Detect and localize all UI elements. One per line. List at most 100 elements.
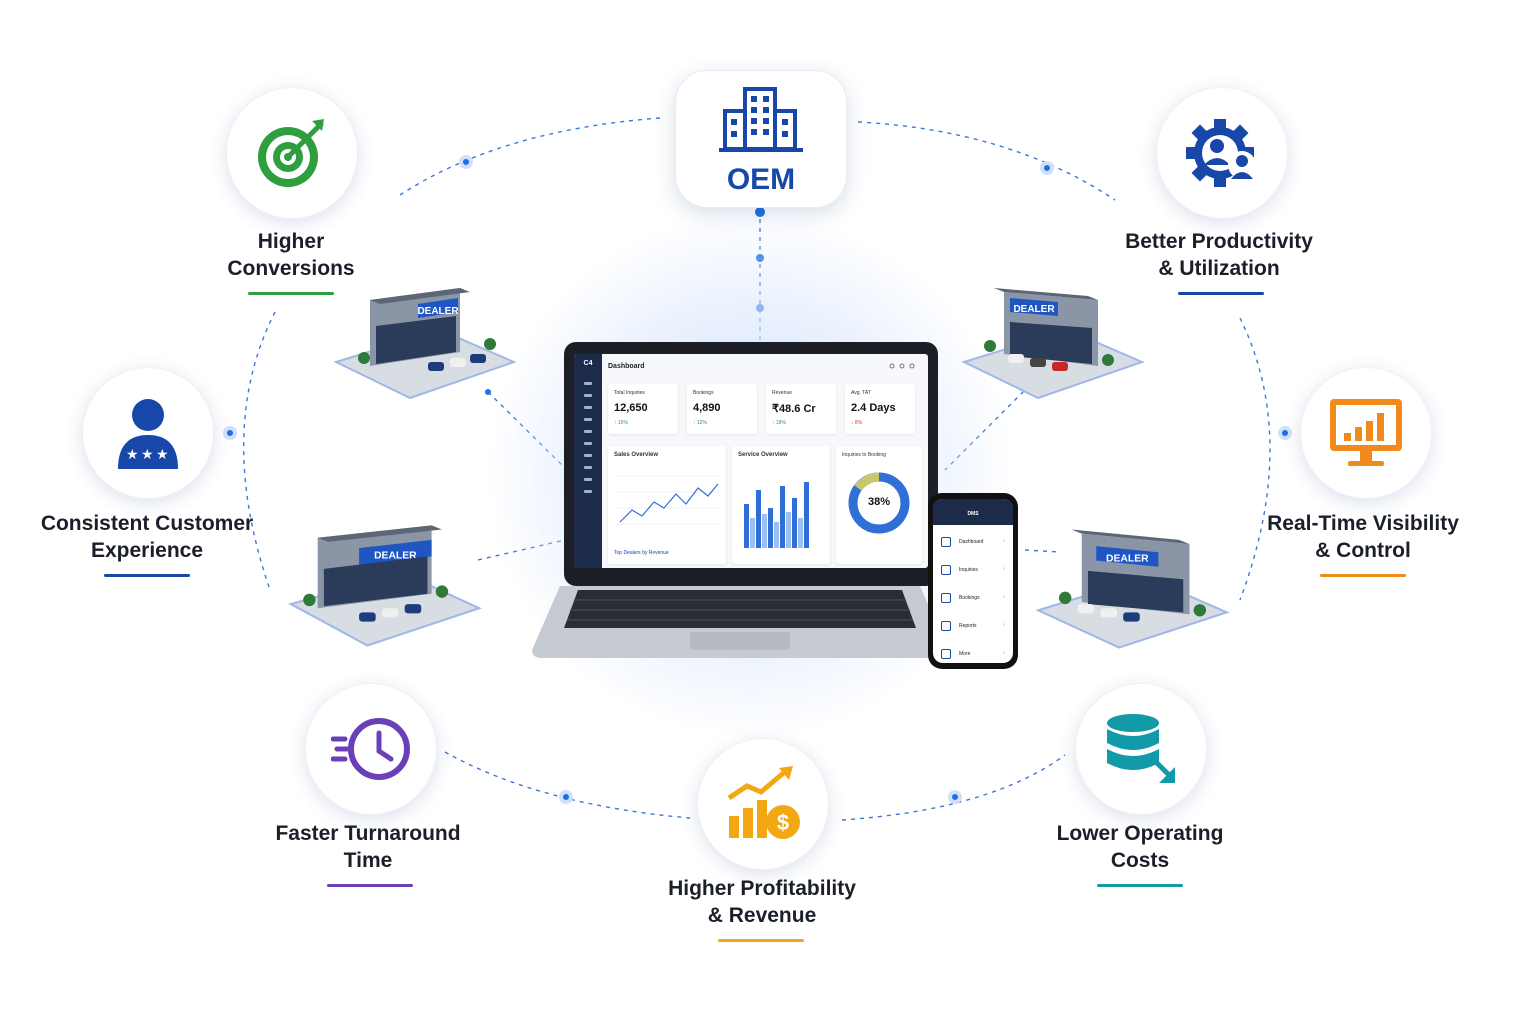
dashboard-screen: C4 Dashboard Total Inqui: [574, 354, 928, 568]
phone-menu-item[interactable]: Dashboard›: [939, 531, 1009, 553]
chevron-right-icon: ›: [1003, 650, 1005, 656]
better-productivity-underline: [1178, 292, 1264, 295]
realtime-visibility-label: Real-Time Visibility & Control: [1267, 512, 1459, 562]
consistent-experience-underline: [104, 574, 190, 577]
oem-label: OEM: [726, 163, 796, 196]
higher-profitability-underline: [718, 939, 804, 942]
higher-profitability-label: Higher Profitability & Revenue: [668, 877, 856, 927]
panel-title: Inquiries to Booking: [842, 452, 886, 458]
laptop-screen: C4 Dashboard Total Inqui: [564, 342, 938, 586]
faster-turnaround-underline: [327, 884, 413, 887]
growth-coin-icon: $: [727, 766, 800, 839]
sidebar-icon[interactable]: [584, 478, 592, 481]
svg-text:★: ★: [156, 447, 169, 463]
svg-text:$: $: [777, 810, 789, 835]
kpi-card[interactable]: Avg. TAT 2.4 Days ↓ 8%: [845, 384, 915, 434]
chevron-right-icon: ›: [1003, 566, 1005, 572]
lower-costs-node: [1075, 683, 1207, 815]
svg-text:DEALER: DEALER: [417, 306, 459, 317]
sidebar-icon[interactable]: [584, 394, 592, 397]
consistent-experience-label: Consistent Customer Experience: [40, 512, 254, 562]
bookings-icon: [941, 593, 951, 603]
phone-title: DMS: [967, 511, 979, 517]
top-dealers-link[interactable]: Top Dealers by Revenue: [614, 550, 669, 556]
kpi-change: ↑ 15%: [614, 420, 628, 426]
target-icon: [258, 119, 324, 187]
dealer-building: DEALER: [333, 288, 517, 400]
higher-profitability-node: $: [697, 738, 829, 870]
dashboard-sidebar: C4: [574, 354, 602, 568]
faster-turnaround-label: Faster Turnaround Time: [275, 822, 461, 872]
phone-menu-item[interactable]: Reports›: [939, 615, 1009, 637]
database-down-icon: [1107, 714, 1175, 783]
kpi-change: ↑ 18%: [772, 420, 786, 426]
building-icon: [719, 87, 803, 152]
chevron-right-icon: ›: [1003, 622, 1005, 628]
conversion-donut-chart: [848, 472, 910, 534]
kpi-change: ↓ 8%: [851, 420, 863, 426]
chevron-right-icon: ›: [1003, 594, 1005, 600]
kpi-value: 2.4 Days: [851, 402, 896, 414]
monitor-chart-icon: [1330, 399, 1402, 466]
sidebar-icon[interactable]: [584, 406, 592, 409]
kpi-label: Total Inquiries: [614, 390, 645, 396]
lower-costs-label: Lower Operating Costs: [1056, 822, 1224, 872]
sidebar-icon[interactable]: [584, 490, 592, 493]
dealer-building: DEALER: [961, 288, 1145, 400]
gear-people-icon: [1186, 119, 1256, 187]
service-bar-chart: [744, 482, 809, 548]
fast-clock-icon: [331, 718, 410, 780]
better-productivity-node: [1156, 87, 1288, 219]
realtime-visibility-underline: [1320, 574, 1406, 577]
conversion-panel[interactable]: Inquiries to Booking 38%: [836, 446, 922, 564]
kpi-change: ↑ 12%: [693, 420, 707, 426]
sidebar-icon[interactable]: [584, 382, 592, 385]
kpi-card[interactable]: Total Inquiries 12,650 ↑ 15%: [608, 384, 678, 434]
dealer-building: DEALER: [287, 525, 483, 647]
kpi-card[interactable]: Revenue ₹48.6 Cr ↑ 18%: [766, 384, 836, 434]
window-controls-icon[interactable]: [888, 362, 918, 370]
panel-title: Service Overview: [738, 452, 788, 458]
phone-menu-item[interactable]: Bookings›: [939, 587, 1009, 609]
kpi-label: Bookings: [693, 390, 714, 396]
phone-header: DMS: [933, 499, 1013, 525]
dashboard-title: Dashboard: [608, 363, 645, 370]
dashboard-icon: [941, 537, 951, 547]
dashboard-logo: C4: [583, 360, 593, 367]
mobile-phone: DMS Dashboard› Inquiries› Bookings› Repo…: [928, 493, 1018, 669]
kpi-value: 12,650: [614, 402, 648, 414]
sales-line-chart: [614, 475, 720, 525]
kpi-label: Avg. TAT: [851, 390, 871, 396]
sidebar-icon[interactable]: [584, 442, 592, 445]
svg-text:★: ★: [126, 447, 139, 463]
sidebar-icon[interactable]: [584, 430, 592, 433]
phone-screen: DMS Dashboard› Inquiries› Bookings› Repo…: [933, 499, 1013, 663]
consistent-experience-node: ★★★: [82, 367, 214, 499]
service-overview-panel[interactable]: Service Overview: [732, 446, 830, 564]
svg-text:DEALER: DEALER: [1106, 554, 1149, 565]
phone-menu-item[interactable]: Inquiries›: [939, 559, 1009, 581]
conversion-value: 38%: [867, 496, 891, 508]
higher-conversions-label: Higher Conversions: [227, 230, 355, 280]
sidebar-icon[interactable]: [584, 418, 592, 421]
svg-text:DEALER: DEALER: [1013, 304, 1055, 315]
sidebar-icon[interactable]: [584, 454, 592, 457]
phone-menu-item[interactable]: More›: [939, 643, 1009, 663]
sales-overview-panel[interactable]: Sales Overview Top Dealers by Revenue: [608, 446, 726, 564]
kpi-value: 4,890: [693, 402, 721, 414]
kpi-label: Revenue: [772, 390, 793, 396]
higher-conversions-node: [226, 87, 358, 219]
svg-text:DEALER: DEALER: [374, 551, 417, 562]
sidebar-icon[interactable]: [584, 466, 592, 469]
higher-conversions-underline: [248, 292, 334, 295]
laptop-keyboard: [532, 586, 948, 658]
realtime-visibility-node: [1300, 367, 1432, 499]
more-icon: [941, 649, 951, 659]
reports-icon: [941, 621, 951, 631]
panel-title: Sales Overview: [614, 452, 659, 458]
dealer-building: DEALER: [1035, 529, 1230, 649]
customer-stars-icon: ★★★: [118, 399, 178, 469]
better-productivity-label: Better Productivity & Utilization: [1125, 230, 1313, 280]
kpi-card[interactable]: Bookings 4,890 ↑ 12%: [687, 384, 757, 434]
